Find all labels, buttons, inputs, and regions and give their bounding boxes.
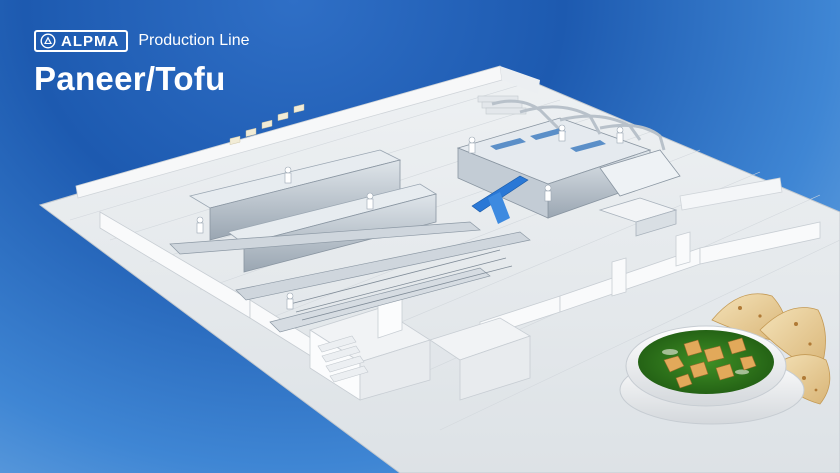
page-subtitle: Production Line <box>138 32 250 49</box>
brand-header: ALPMA Production Line <box>34 30 250 52</box>
overhead-pipes <box>491 99 666 151</box>
alpma-logo-icon <box>40 33 56 49</box>
coagulation-vats <box>456 117 681 219</box>
right-wall <box>679 177 783 211</box>
tray-rack <box>289 249 513 321</box>
stairs-back <box>477 95 527 115</box>
back-wall-right <box>500 66 540 94</box>
vat-inserts <box>490 128 606 152</box>
storage-tanks <box>598 197 678 237</box>
stairs-front <box>317 335 369 383</box>
alpma-logo: ALPMA <box>34 30 129 52</box>
paneer-cubes <box>663 337 757 389</box>
front-walls <box>99 211 821 369</box>
blue-conveyor <box>471 175 529 224</box>
product-blocks <box>229 103 305 145</box>
brand-name: ALPMA <box>61 32 120 50</box>
palak-paneer-bowl-image <box>619 325 805 425</box>
workers <box>196 124 624 310</box>
page-title: Paneer/Tofu <box>34 60 226 97</box>
